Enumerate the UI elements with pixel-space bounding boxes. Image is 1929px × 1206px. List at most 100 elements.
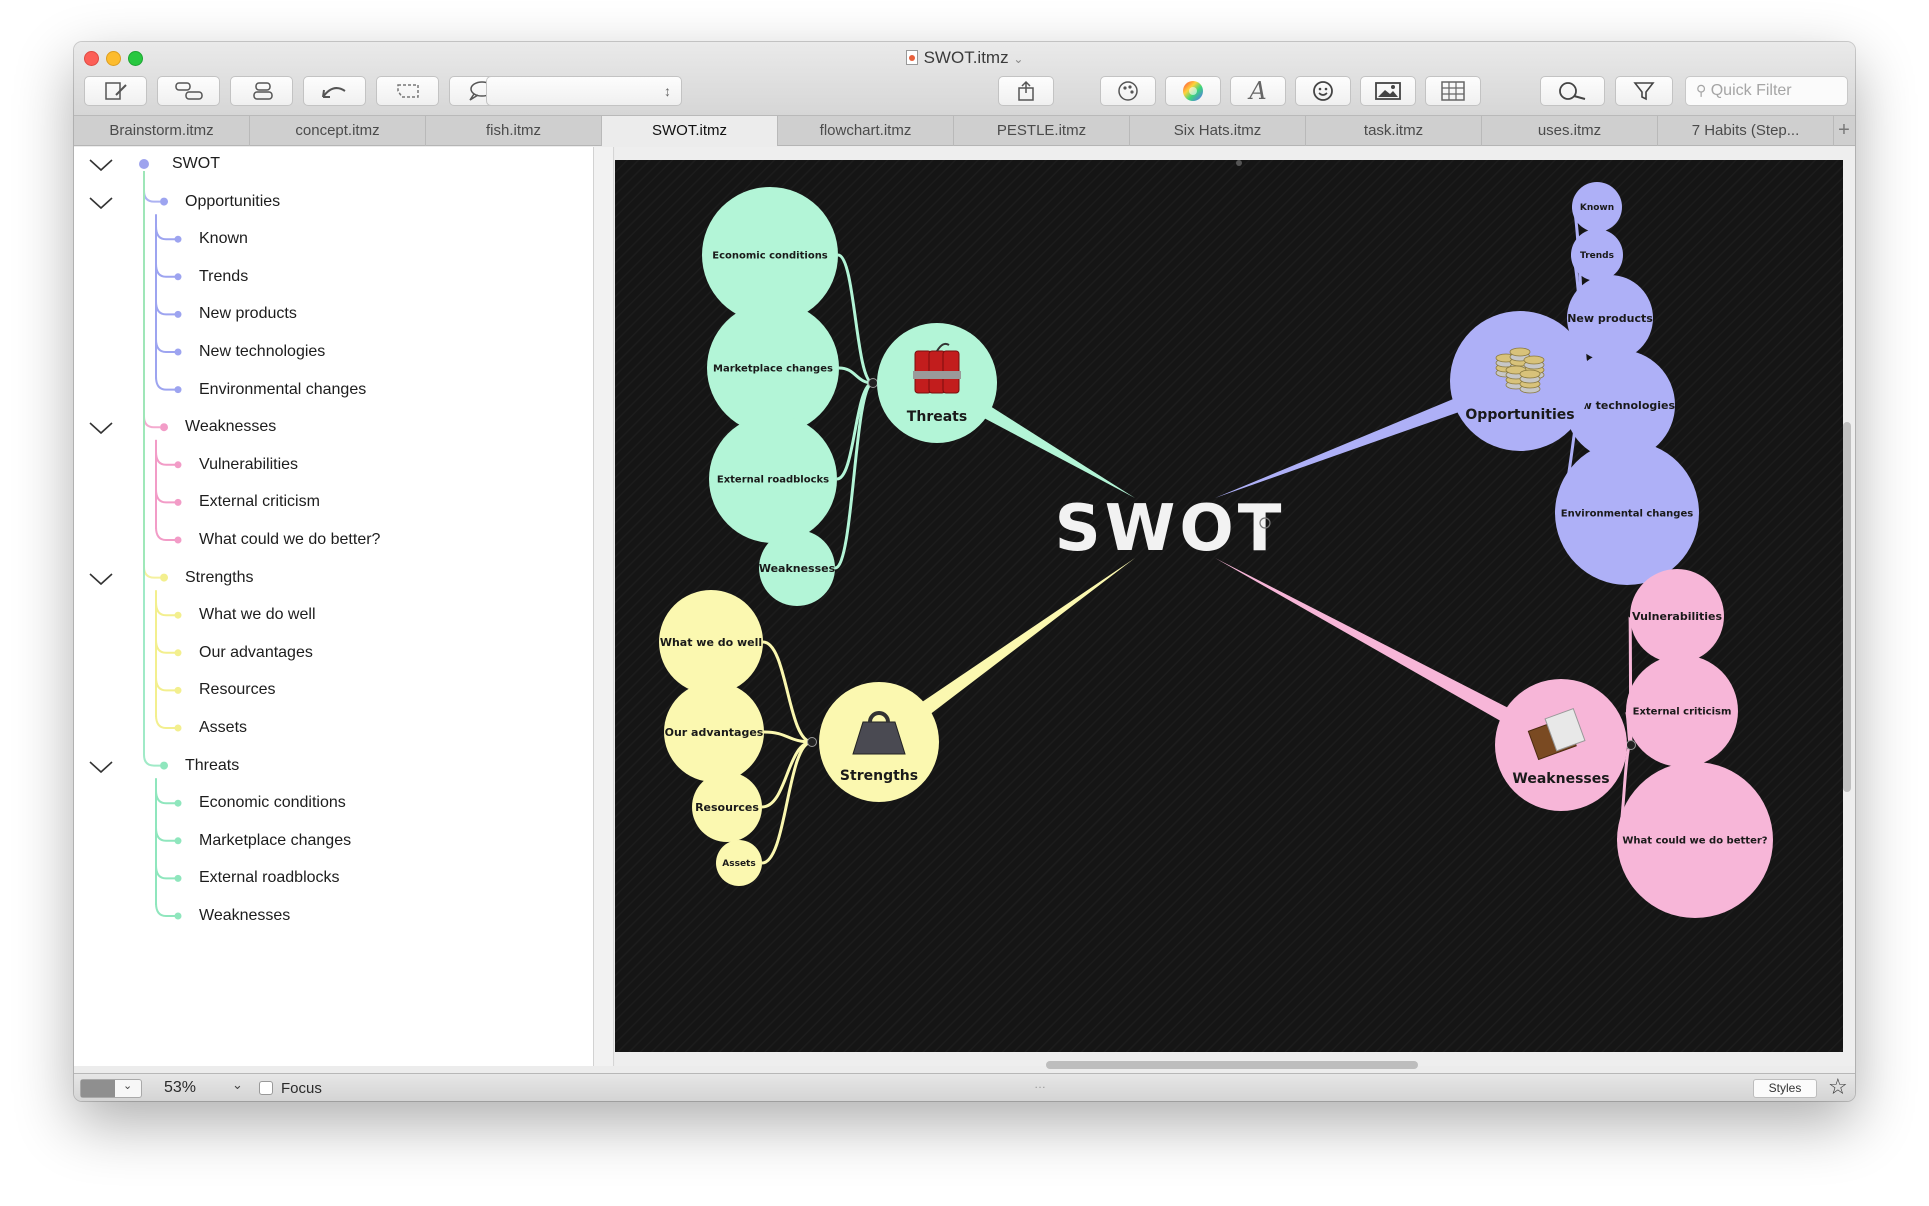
close-window-button[interactable] xyxy=(84,51,99,66)
horizontal-scrollbar[interactable] xyxy=(1046,1061,1418,1069)
filter-button[interactable] xyxy=(1615,76,1673,106)
outline-group-weaknesses[interactable]: Weaknesses xyxy=(185,418,277,436)
tab-fish-itmz[interactable]: fish.itmz xyxy=(426,116,602,146)
zoom-dropdown-icon[interactable]: ⌄ xyxy=(232,1077,243,1092)
zoom-window-button[interactable] xyxy=(128,51,143,66)
share-button[interactable] xyxy=(998,76,1054,106)
subtopic-environmental-changes[interactable]: Environmental changes xyxy=(1555,441,1699,585)
outline-item[interactable]: Known xyxy=(199,230,248,248)
quick-filter-input[interactable]: ⚲ Quick Filter xyxy=(1685,76,1848,106)
outline-item[interactable]: Marketplace changes xyxy=(199,831,352,849)
tab-flowchart-itmz[interactable]: flowchart.itmz xyxy=(778,116,954,146)
outline-group-threats[interactable]: Threats xyxy=(185,756,240,774)
outline-item[interactable]: External criticism xyxy=(199,493,320,511)
vertical-scrollbar[interactable] xyxy=(1843,422,1851,792)
outline-item[interactable]: Trends xyxy=(199,267,249,285)
main-topic-opportunities[interactable]: Opportunities xyxy=(1450,311,1590,451)
chevron-down-icon: ⌄ xyxy=(123,1080,133,1092)
topic-label: What we do well xyxy=(660,636,762,649)
relationship-button[interactable] xyxy=(303,76,366,106)
collapse-toggle-icon[interactable] xyxy=(1626,740,1636,750)
subtopic-external-criticism[interactable]: External criticism xyxy=(1626,655,1738,767)
resize-handle-icon[interactable]: … xyxy=(1034,1077,1046,1091)
disclosure-chevron-icon[interactable] xyxy=(88,195,114,211)
subtopic-what-we-do-well[interactable]: What we do well xyxy=(659,590,763,694)
add-tab-icon[interactable]: + xyxy=(1838,119,1850,141)
disclosure-chevron-icon[interactable] xyxy=(88,759,114,775)
tab-concept-itmz[interactable]: concept.itmz xyxy=(250,116,426,146)
outline-root[interactable]: SWOT xyxy=(172,155,220,172)
outline-item[interactable]: New technologies xyxy=(199,343,326,360)
icons-button[interactable] xyxy=(1295,76,1351,106)
outline-splitter[interactable] xyxy=(594,147,614,1066)
boundary-icon xyxy=(396,84,419,98)
subtopic-new-products[interactable]: New products xyxy=(1567,275,1653,361)
disclosure-chevron-icon[interactable] xyxy=(88,157,114,173)
minimize-window-button[interactable] xyxy=(106,51,121,66)
focus-checkbox[interactable] xyxy=(259,1081,273,1095)
tab-swot-itmz[interactable]: SWOT.itmz xyxy=(602,116,778,146)
table-button[interactable] xyxy=(1425,76,1481,106)
subtopic-resources[interactable]: Resources xyxy=(692,772,762,842)
subtopic-what-could-we-do-better[interactable]: What could we do better? xyxy=(1617,762,1773,918)
theme-palette-button[interactable] xyxy=(1100,76,1156,106)
star-icon[interactable]: ☆ xyxy=(1828,1074,1848,1099)
tab-task-itmz[interactable]: task.itmz xyxy=(1306,116,1482,146)
zoom-level[interactable]: 53% xyxy=(164,1079,197,1096)
tab-six-hats-itmz[interactable]: Six Hats.itmz xyxy=(1130,116,1306,146)
tab-7-habits-step[interactable]: 7 Habits (Step... xyxy=(1658,116,1834,146)
subtopic-external-roadblocks[interactable]: External roadblocks xyxy=(709,415,837,543)
subtopic-assets[interactable]: Assets xyxy=(716,840,762,886)
tab-brainstorm-itmz[interactable]: Brainstorm.itmz xyxy=(74,116,250,146)
add-sibling-button[interactable] xyxy=(230,76,293,106)
main-topic-threats[interactable]: Threats xyxy=(877,323,997,443)
subtopic-vulnerabilities[interactable]: Vulnerabilities xyxy=(1630,569,1724,663)
topic-bubble xyxy=(1617,762,1773,918)
color-button[interactable] xyxy=(1165,76,1221,106)
collapse-toggle-icon[interactable] xyxy=(807,737,817,747)
add-subtopic-button[interactable] xyxy=(157,76,220,106)
subtopic-new-technologies[interactable]: New technologies xyxy=(1565,350,1676,460)
subtopic-weaknesses[interactable]: Weaknesses xyxy=(759,530,836,606)
sidebar-toggle[interactable]: ⌄ xyxy=(80,1079,142,1098)
outline-item[interactable]: Resources xyxy=(199,681,276,699)
outline-item[interactable]: External roadblocks xyxy=(199,869,340,887)
outline-item[interactable]: What we do well xyxy=(199,606,316,624)
collapse-toggle-icon[interactable] xyxy=(1259,517,1271,529)
search-toolbar-button[interactable] xyxy=(1540,76,1605,106)
outline-item[interactable]: New products xyxy=(199,305,297,323)
outline-item[interactable]: Environmental changes xyxy=(199,380,367,398)
styles-button[interactable]: Styles xyxy=(1753,1079,1817,1098)
subtopic-trends[interactable]: Trends xyxy=(1571,229,1623,281)
boundary-button[interactable] xyxy=(376,76,439,106)
main-topic-strengths[interactable]: Strengths xyxy=(819,682,939,802)
subtopic-marketplace-changes[interactable]: Marketplace changes xyxy=(707,302,839,434)
collapse-toggle-icon[interactable] xyxy=(868,378,878,388)
outline-item[interactable]: Weaknesses xyxy=(199,907,291,924)
subtopic-our-advantages[interactable]: Our advantages xyxy=(664,682,764,782)
main-topic-weaknesses[interactable]: Weaknesses xyxy=(1495,679,1627,811)
window-title-text: SWOT.itmz xyxy=(923,48,1009,67)
font-button[interactable]: A xyxy=(1230,76,1286,106)
tab-uses-itmz[interactable]: uses.itmz xyxy=(1482,116,1658,146)
new-topic-button[interactable] xyxy=(84,76,147,106)
disclosure-chevron-icon[interactable] xyxy=(88,420,114,436)
outline-group-opportunities[interactable]: Opportunities xyxy=(185,192,281,210)
tab-pestle-itmz[interactable]: PESTLE.itmz xyxy=(954,116,1130,146)
outline-item[interactable]: Economic conditions xyxy=(199,794,346,812)
image-button[interactable] xyxy=(1360,76,1416,106)
outline-bullet xyxy=(174,837,182,845)
outline-item[interactable]: Assets xyxy=(199,719,248,736)
central-topic[interactable]: SWOT xyxy=(1055,492,1286,566)
subtopic-economic-conditions[interactable]: Economic conditions xyxy=(702,187,838,323)
disclosure-chevron-icon[interactable] xyxy=(88,571,114,587)
child-connector xyxy=(761,740,813,865)
topic-style-select[interactable]: ↕ xyxy=(486,76,682,106)
outline-item[interactable]: Our advantages xyxy=(199,643,313,661)
window-title[interactable]: SWOT.itmz ⌄ xyxy=(74,48,1855,68)
outline-item[interactable]: What could we do better? xyxy=(199,531,381,548)
subtopic-known[interactable]: Known xyxy=(1572,182,1622,232)
outline-group-strengths[interactable]: Strengths xyxy=(185,568,254,586)
outline-item[interactable]: Vulnerabilities xyxy=(199,455,299,473)
